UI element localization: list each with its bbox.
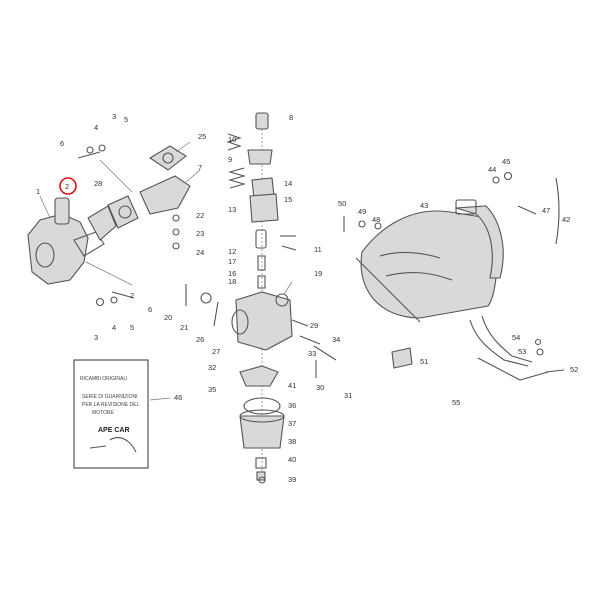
card-line-3: MOTORE: [92, 410, 115, 416]
callout-2-bottom: 2: [130, 291, 134, 300]
callout-51: 51: [420, 357, 428, 366]
callout-34: 34: [332, 335, 340, 344]
callout-26: 26: [196, 335, 204, 344]
callout-42: 42: [562, 215, 570, 224]
card-line-2: PER LA REVISIONE DEL: [82, 402, 139, 408]
carburetor-assembly-left: [27, 141, 201, 307]
callout-52: 52: [570, 365, 578, 374]
callout-23: 23: [196, 229, 204, 238]
callout-46: 46: [174, 393, 182, 402]
callout-17: 17: [228, 257, 236, 266]
callout-18: 18: [228, 277, 236, 286]
callout-53: 53: [518, 347, 526, 356]
callout-9: 9: [228, 155, 232, 164]
callout-31: 31: [344, 391, 352, 400]
callout-12: 12: [228, 247, 236, 256]
card-header: RICAMBI ORIGINALI: [80, 376, 128, 382]
callout-6-bottom: 6: [148, 305, 152, 314]
callout-11: 11: [314, 245, 322, 254]
callout-labels: 1 3 4 6 28 2 25 7 22 23 24 8 10 9 14 13 …: [36, 112, 578, 484]
callout-25: 25: [198, 132, 206, 141]
callout-49: 49: [358, 207, 366, 216]
callout-14: 14: [284, 179, 292, 188]
callout-5: 5: [124, 115, 128, 124]
callout-45: 45: [502, 157, 510, 166]
callout-32: 32: [208, 363, 216, 372]
callout-8: 8: [289, 113, 293, 122]
callout-54: 54: [512, 333, 520, 342]
card-line-1: SERIE DI GUARNIZIONI: [82, 394, 138, 400]
callout-3-bottom: 3: [94, 333, 98, 342]
callout-29: 29: [310, 321, 318, 330]
callout-41: 41: [288, 381, 296, 390]
callout-19: 19: [314, 269, 322, 278]
callout-55: 55: [452, 398, 460, 407]
callout-37: 37: [288, 419, 296, 428]
callout-21: 21: [180, 323, 188, 332]
callout-7: 7: [198, 163, 202, 172]
callout-5-bottom: 5: [130, 323, 134, 332]
callout-24: 24: [196, 248, 204, 257]
callout-33: 33: [308, 349, 316, 358]
callout-43: 43: [420, 201, 428, 210]
callout-38: 38: [288, 437, 296, 446]
callout-27: 27: [212, 347, 220, 356]
callout-16: 16: [228, 269, 236, 278]
carburetor-column-center: [185, 112, 337, 484]
callout-3-top: 3: [112, 112, 116, 121]
callout-4-bottom: 4: [112, 323, 116, 332]
exhaust-assembly-right: [343, 171, 565, 381]
callout-1: 1: [36, 187, 40, 196]
callout-48: 48: [372, 215, 380, 224]
callout-22: 22: [196, 211, 204, 220]
callout-40: 40: [288, 455, 296, 464]
callout-20: 20: [164, 313, 172, 322]
callout-2-highlight: 2: [65, 182, 69, 191]
callout-13: 13: [228, 205, 236, 214]
callout-35: 35: [208, 385, 216, 394]
highlight-circle: [59, 177, 77, 195]
callout-6-top: 6: [60, 139, 64, 148]
callout-44: 44: [488, 165, 496, 174]
callout-50: 50: [338, 199, 346, 208]
callout-28: 28: [94, 179, 102, 188]
callout-30: 30: [316, 383, 324, 392]
callout-4-top: 4: [94, 123, 98, 132]
gasket-kit-card: RICAMBI ORIGINALI SERIE DI GUARNIZIONI P…: [73, 359, 171, 469]
callout-15: 15: [284, 195, 292, 204]
callout-39: 39: [288, 475, 296, 484]
callout-36: 36: [288, 401, 296, 410]
card-model: APE CAR: [98, 427, 130, 434]
callout-10: 10: [228, 135, 236, 144]
callout-47: 47: [542, 206, 550, 215]
